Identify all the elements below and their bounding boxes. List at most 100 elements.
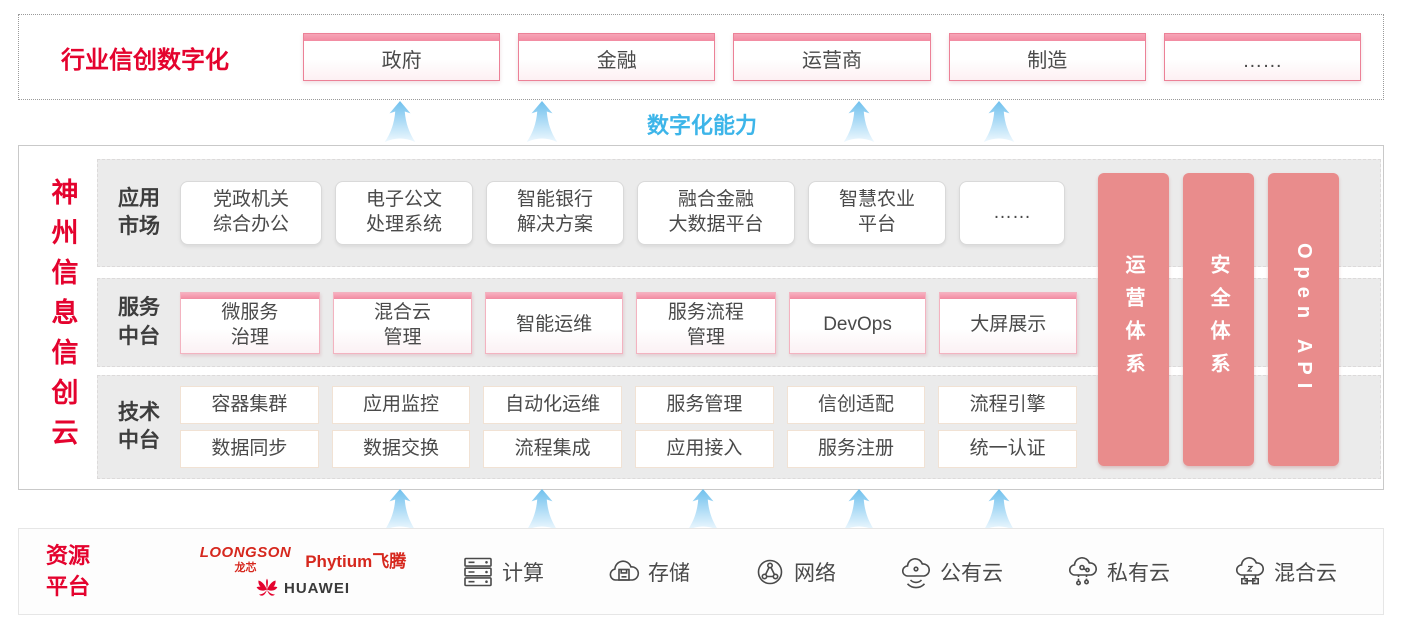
up-arrow-icon [687,489,719,531]
industry-strip-title: 行业信创数字化 [61,46,229,74]
resource-item-private-cloud: 私有云 [1065,554,1170,590]
tech-box-label: 数据同步 [211,437,288,459]
pillar-label: 安全体系 [1207,253,1229,386]
resource-item-public-cloud: 公有云 [898,554,1003,590]
app-box: 党政机关 综合办公 [180,181,322,245]
resource-item-storage: 存储 [606,554,690,590]
app-box-label: 电子公文 处理系统 [365,189,442,235]
resource-list: 计算 存储 网络 [460,554,1337,590]
resource-platform: 资源 平台 LOONGSON 龙芯 Phytium飞腾 [18,528,1384,615]
app-box-list: 党政机关 综合办公 电子公文 处理系统 智能银行 解决方案 融合金融 大数据平台… [180,181,1077,245]
app-box: 智慧农业 平台 [808,181,946,245]
row-label-tech: 技术 中台 [118,400,160,452]
tech-box: 应用接入 [635,430,774,468]
tech-box: 数据交换 [331,430,471,468]
app-box-label: …… [993,201,1031,223]
tech-box-label: 服务管理 [666,393,743,415]
row-tech-platform: 技术 中台 容器集群 应用监控 自动化运维 服务管理 信创适配 流程引擎 数据同… [97,375,1381,479]
app-box: 融合金融 大数据平台 [637,181,795,245]
industry-label: 政府 [381,49,422,72]
service-box-label: 服务流程 管理 [667,301,744,348]
industry-strip: 行业信创数字化 政府 金融 运营商 制造 …… [18,14,1384,100]
pillar-label: Open API [1293,242,1315,397]
resource-label: 私有云 [1107,561,1170,585]
industry-label: 金融 [596,49,637,72]
up-arrow-icon [384,489,416,531]
pillar-label: 运营体系 [1122,253,1144,386]
industry-box-list: 政府 金融 运营商 制造 …… [303,33,1362,81]
tech-box: 自动化运维 [483,386,622,424]
network-icon [757,559,783,584]
industry-label: 运营商 [802,49,862,72]
vendor-logos: LOONGSON 龙芯 Phytium飞腾 [184,544,422,600]
tech-box-label: 自动化运维 [505,393,601,415]
service-box-label: DevOps [823,314,892,336]
resource-platform-title: 资源 平台 [46,542,91,599]
industry-box-carrier: 运营商 [733,33,931,81]
up-arrow-icon [526,489,558,531]
resource-label: 公有云 [940,561,1003,585]
industry-box-more: …… [1163,33,1362,81]
tech-box-label: 流程集成 [514,437,591,459]
service-box: 大屏展示 [939,291,1078,354]
industry-label: 制造 [1027,49,1068,72]
industry-box-finance: 金融 [518,33,716,81]
tech-box-label: 容器集群 [211,393,288,415]
service-box: 微服务 治理 [180,291,320,354]
huawei-wordmark: HUAWEI [284,580,350,597]
app-box-label: 智能银行 解决方案 [516,189,593,235]
resource-label: 网络 [794,561,836,585]
app-box: 电子公文 处理系统 [335,181,473,245]
huawei-logo: HUAWEI [256,578,350,600]
loongson-logo: LOONGSON 龙芯 [200,544,292,575]
app-box-more: …… [959,181,1065,245]
phytium-logo: Phytium飞腾 [305,551,407,571]
app-box-label: 党政机关 综合办公 [212,189,289,235]
tech-box-label: 应用监控 [362,393,439,415]
tech-box: 服务注册 [786,430,926,468]
service-box: 智能运维 [485,291,624,354]
service-box-label: 混合云 管理 [374,301,432,348]
up-arrow-icon [384,101,416,143]
industry-label: …… [1242,49,1283,72]
huawei-flower-icon [256,578,278,596]
tech-box-grid: 容器集群 应用监控 自动化运维 服务管理 信创适配 流程引擎 数据同步 数据交换… [180,386,1077,468]
tech-box: 容器集群 [180,386,319,424]
hybrid-cloud-icon [1235,556,1264,584]
resource-item-compute: 计算 [460,554,544,590]
tech-box-label: 流程引擎 [969,393,1046,415]
public-cloud-icon [901,557,930,588]
industry-box-manufacturing: 制造 [948,33,1146,81]
tech-box-label: 数据交换 [362,437,439,459]
service-box: DevOps [788,291,927,354]
private-cloud-icon [1068,556,1097,585]
service-box-label: 大屏展示 [970,314,1047,336]
row-label-service: 服务 中台 [118,296,160,348]
tech-box-label: 服务注册 [817,437,894,459]
service-box-label: 微服务 治理 [221,301,279,348]
up-arrow-icon [983,101,1015,143]
tech-box: 统一认证 [938,430,1077,468]
app-box: 智能银行 解决方案 [486,181,624,245]
resource-label: 混合云 [1274,561,1337,585]
cloud-platform-panel: 神州信息信创云 应用 市场 党政机关 综合办公 电子公文 处理系统 智能银行 解… [18,145,1384,490]
compute-icon [464,557,492,586]
loongson-wordmark: LOONGSON [199,543,292,561]
resource-item-network: 网络 [752,554,836,590]
app-box-label: 融合金融 大数据平台 [668,189,764,235]
cloud-platform-title: 神州信息信创云 [47,177,78,458]
up-arrow-icon [843,489,875,531]
pillar-security-system: 安全体系 [1183,173,1254,466]
capability-label: 数字化能力 [646,113,757,138]
tech-box-label: 应用接入 [666,437,743,459]
tech-box-label: 信创适配 [817,393,894,415]
tech-box: 服务管理 [635,386,774,424]
pillar-operations-system: 运营体系 [1098,173,1169,466]
tech-box: 应用监控 [331,386,471,424]
storage-icon [609,559,640,581]
resource-item-hybrid-cloud: 混合云 [1232,554,1337,590]
tech-box: 数据同步 [180,430,319,468]
up-arrow-icon [526,101,558,143]
service-box: 混合云 管理 [332,291,473,354]
